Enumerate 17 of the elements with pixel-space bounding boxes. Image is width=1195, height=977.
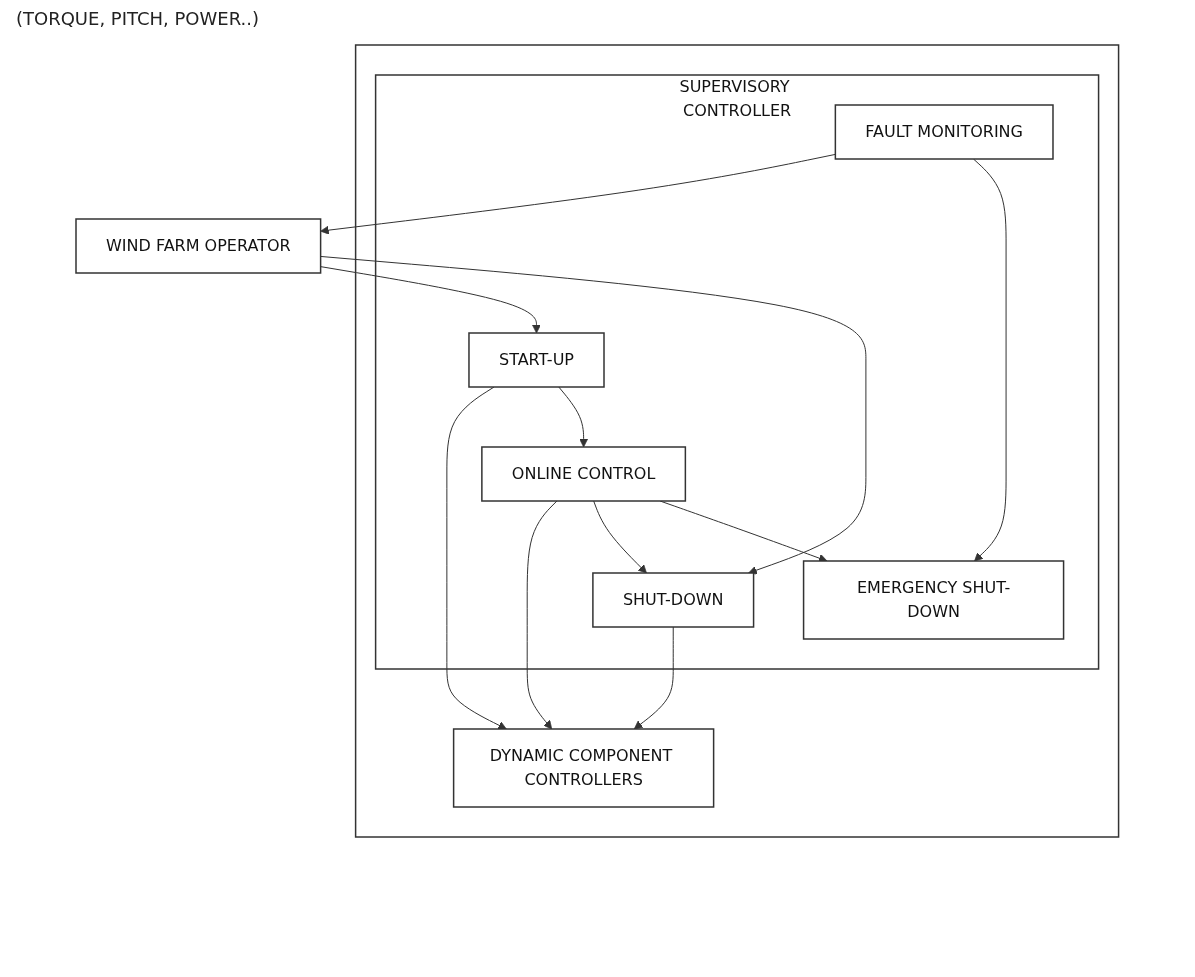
node-box: ONLINE CONTROL (481, 446, 687, 502)
node-box: WIND FARM OPERATOR (75, 218, 322, 274)
arrow (526, 500, 558, 730)
arrow (446, 386, 507, 730)
node-box: SHUT-DOWN (592, 572, 755, 628)
cluster (355, 44, 1120, 838)
arrow (558, 386, 589, 448)
node-box: FAULT MONITORING (834, 104, 1054, 160)
node-box: DYNAMIC COMPONENT CONTROLLERS (453, 728, 715, 808)
arrow (973, 158, 1007, 562)
arrow (593, 500, 648, 574)
node-box: START-UP (468, 332, 605, 388)
arrow (320, 266, 542, 334)
arrow (634, 626, 674, 730)
note-text: (TORQUE, PITCH, POWER..) (16, 8, 260, 29)
arrow (320, 255, 867, 575)
node-box: EMERGENCY SHUT-DOWN (803, 560, 1065, 640)
